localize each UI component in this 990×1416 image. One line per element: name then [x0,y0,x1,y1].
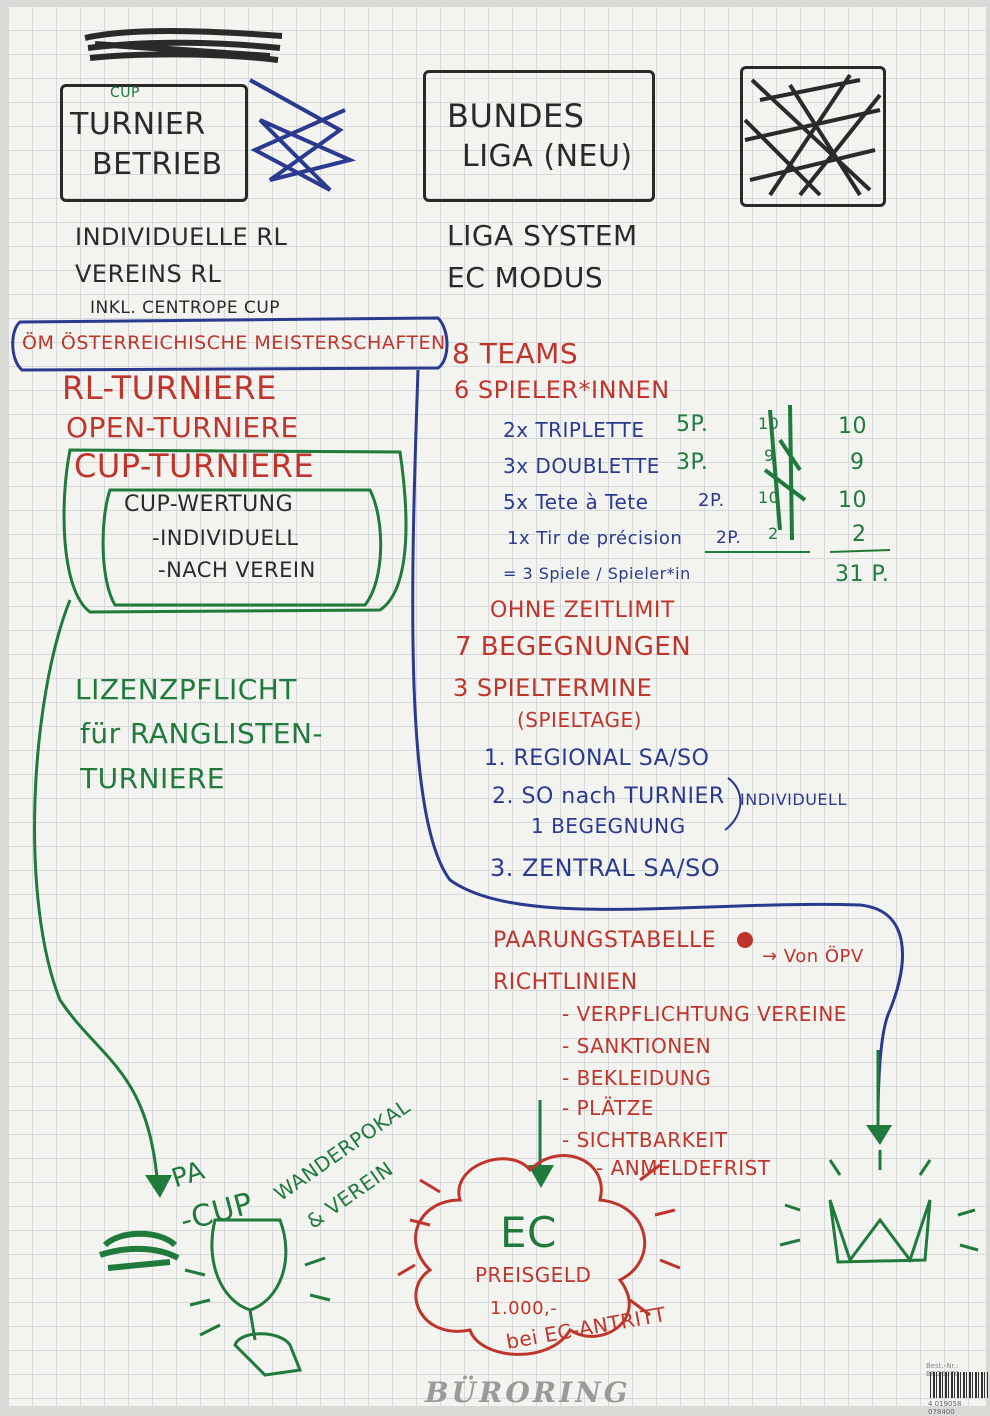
barcode [930,1372,988,1398]
tally-tete: 10 [758,488,780,507]
tally-doublette: 9 [764,446,775,465]
cup-small-label: CUP [110,85,140,101]
trophy-icon [210,1218,303,1377]
liga-system: LIGA SYSTEM [447,219,638,252]
oem-outline [11,316,449,372]
total-sum: 31 P. [835,562,890,587]
rl-anmeldefrist: - ANMELDEFRIST [596,1156,771,1180]
crossed-out-box [740,66,886,207]
cup-turniere: CUP-TURNIERE [74,447,315,485]
barcode-number: 4 019058 078400 [928,1400,962,1416]
format-tir: 1x Tir de précision [507,528,683,549]
scribble-blue [249,78,357,192]
termin-turnier: 2. SO nach TURNIER [492,784,725,809]
green-scribble [99,1230,180,1271]
termin-begegnung: 1 BEGEGNUNG [531,814,686,838]
format-tete: 5x Tete à Tete [503,490,649,514]
turniere-label: TURNIERE [80,762,226,795]
crown-icon [828,1199,932,1264]
ec-cloud [414,1154,647,1356]
cup-wertung: CUP-WERTUNG [124,492,294,517]
scribble-black-box [743,73,882,197]
green-arrow-line [33,599,160,1191]
spiele-pro-spieler: = 3 Spiele / Spieler*in [503,564,691,583]
tally-marks [763,404,807,541]
total-tete: 10 [838,488,867,513]
cup-wertung-individuell: -INDIVIDUELL [152,526,299,550]
green-arrowhead-crown [866,1125,892,1145]
flipchart-sheet [8,6,986,1406]
rl-sanktionen: - SANKTIONEN [562,1034,712,1058]
spieler-label: 6 SPIELER*INNEN [454,376,670,404]
teams-label: 8 TEAMS [452,337,579,370]
total-triplette: 10 [838,414,867,439]
spieltage: (SPIELTAGE) [517,708,642,732]
liga-neu-label: LIGA (NEU) [462,139,633,174]
red-scribble-dot [737,932,753,948]
richtlinien: RICHTLINIEN [493,970,638,995]
ec-modus: EC MODUS [447,261,604,294]
cup-outline [62,448,408,614]
green-arrowhead-ec [528,1165,554,1188]
points-tete: 2P. [698,490,725,511]
ec-amount: 1.000,- [490,1298,558,1319]
rl-bekleidung: - BEKLEIDUNG [562,1066,712,1090]
points-tir: 2P. [716,528,742,548]
crown-rays [779,1150,979,1252]
ec-rays [397,1163,681,1317]
spieltermine: 3 SPIELTERMINE [453,674,653,702]
green-arrowhead-left [145,1175,172,1198]
oem-label: ÖM ÖSTERREICHISCHE MEISTERSCHAFTEN [22,332,446,354]
points-triplette: 5P. [676,412,709,437]
blue-arrow-line [411,369,904,1126]
rl-sichtbarkeit: - SICHTBARKEIT [562,1128,728,1152]
scribble-top [84,28,283,63]
cup-wertung-outline [101,488,383,607]
format-doublette: 3x DOUBLETTE [503,454,660,478]
rl-centrope: INKL. CENTROPE CUP [90,298,281,318]
bundes-label: BUNDES [447,97,585,135]
begegnungen: 7 BEGEGNUNGEN [455,632,692,662]
open-turniere: OPEN-TURNIERE [66,411,299,444]
termin-regional: 1. REGIONAL SA/SO [484,746,710,771]
trophy-rays [184,1256,331,1337]
rl-individuell: INDIVIDUELLE RL [75,223,288,251]
tally-tir: 2 [768,524,779,543]
bracket [724,777,742,831]
cup-wertung-verein: -NACH VEREIN [158,558,316,582]
ohne-zeitlimit: OHNE ZEITLIMIT [490,598,675,623]
rl-vereins: VEREINS RL [75,260,222,288]
turnier-betrieb-box [60,84,248,202]
paarungstabelle: PAARUNGSTABELLE [493,928,717,953]
von-oepv: → Von ÖPV [762,946,864,967]
tally-underline [705,549,891,553]
turnier-label: TURNIER [70,107,206,142]
format-triplette: 2x TRIPLETTE [503,418,645,442]
betrieb-label: BETRIEB [92,147,223,182]
ec-title: EC [500,1208,557,1257]
termin-zentral: 3. ZENTRAL SA/SO [490,854,721,882]
bundesliga-box [423,70,655,202]
brand-logo: BÜRORING [425,1376,631,1409]
lizenzpflicht: LIZENZPFLICHT [75,673,297,706]
points-doublette: 3P. [676,450,709,475]
ec-preisgeld: PREISGELD [475,1263,592,1287]
total-tir: 2 [852,522,867,547]
tally-triplette: 10 [758,414,780,433]
rl-plaetze: - PLÄTZE [562,1096,654,1120]
fuer-ranglisten: für RANGLISTEN- [80,717,324,750]
rl-turniere: RL-TURNIERE [62,369,277,407]
rl-verpflichtung: - VERPFLICHTUNG VEREINE [562,1002,847,1026]
total-doublette: 9 [850,450,865,475]
individuell-label: INDIVIDUELL [740,790,847,809]
